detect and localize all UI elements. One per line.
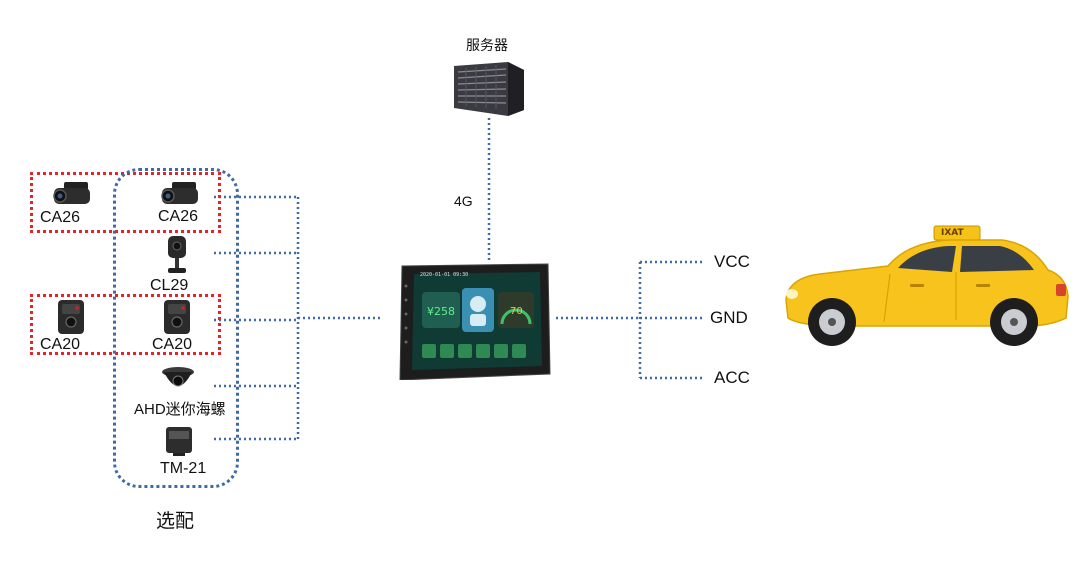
camera-label-ca26-left: CA26 [40,209,81,226]
optional-group-label: 选配 [156,511,195,532]
taxi-roof-sign-text: IXAT [941,228,964,238]
meter-module-icon [163,423,195,457]
terminal-fare-text: ¥258 [427,305,455,318]
box-camera-icon [56,298,86,336]
server-rack-icon [450,60,528,116]
power-label-vcc: VCC [714,252,750,271]
taxi-car-icon: IXAT [780,222,1072,350]
camera-label-cl29: CL29 [150,277,189,294]
camera-label-ca26: CA26 [158,208,199,225]
optional-device-group [113,168,239,488]
dome-camera-icon [160,364,196,396]
box-camera-icon [162,298,192,336]
camera-label-ca20-left: CA20 [40,336,81,353]
camera-label-tm21: TM-21 [160,460,207,477]
cabin-camera-icon [162,234,192,276]
vehicle-terminal-tablet-icon: 2020-01-01 09:30 ¥258 70 [398,262,552,381]
camera-label-ca20: CA20 [152,336,193,353]
link-4g-label: 4G [454,193,473,209]
highlight-box-ca20 [30,294,221,355]
terminal-speed-text: 70 [510,306,523,317]
dash-camera-icon [48,180,94,210]
power-label-acc: ACC [714,368,750,387]
camera-label-ahd-mini-conch: AHD迷你海螺 [134,401,226,418]
power-label-gnd: GND [710,308,748,327]
server-label: 服务器 [466,37,508,53]
dash-camera-icon [156,180,202,210]
terminal-date-text: 2020-01-01 09:30 [420,272,469,278]
